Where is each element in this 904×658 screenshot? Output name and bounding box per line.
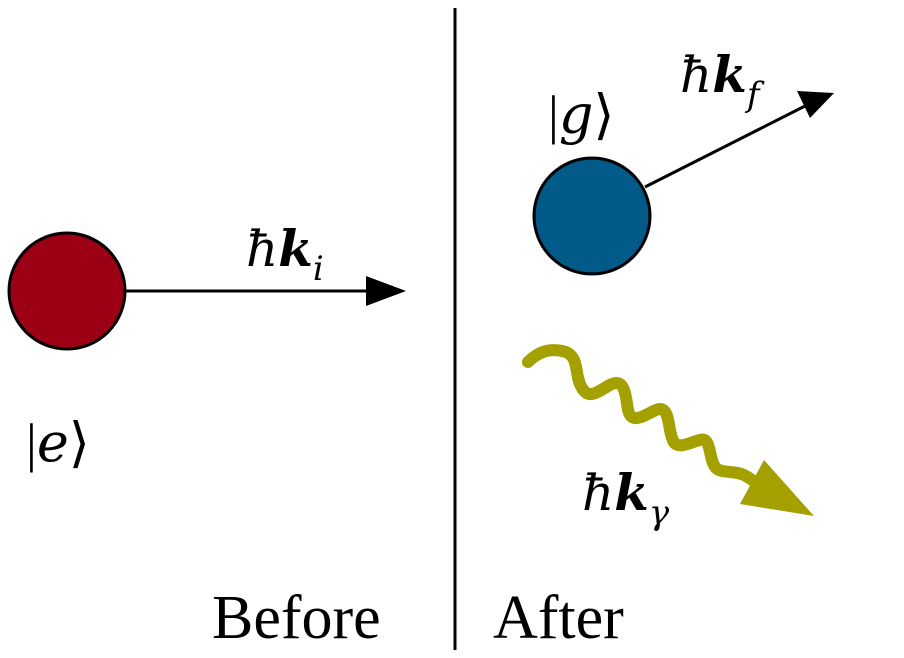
final-momentum-arrow [644, 104, 806, 189]
photon-wave [522, 344, 776, 498]
photon-arrowhead [740, 460, 814, 516]
initial-momentum-label: ħki [246, 219, 324, 289]
initial-momentum-arrowhead [366, 276, 406, 306]
excited-atom [7, 231, 127, 351]
ground-state-label: |g⟩ [548, 83, 614, 146]
excited-state-label: |e⟩ [26, 411, 90, 474]
final-momentum-arrowhead [797, 91, 834, 118]
after-caption: After [493, 584, 624, 652]
ground-atom [532, 156, 652, 276]
before-caption: Before [212, 584, 381, 652]
photon-momentum-label: ħkγ [582, 463, 670, 533]
final-momentum-label: ħkf [680, 45, 765, 115]
